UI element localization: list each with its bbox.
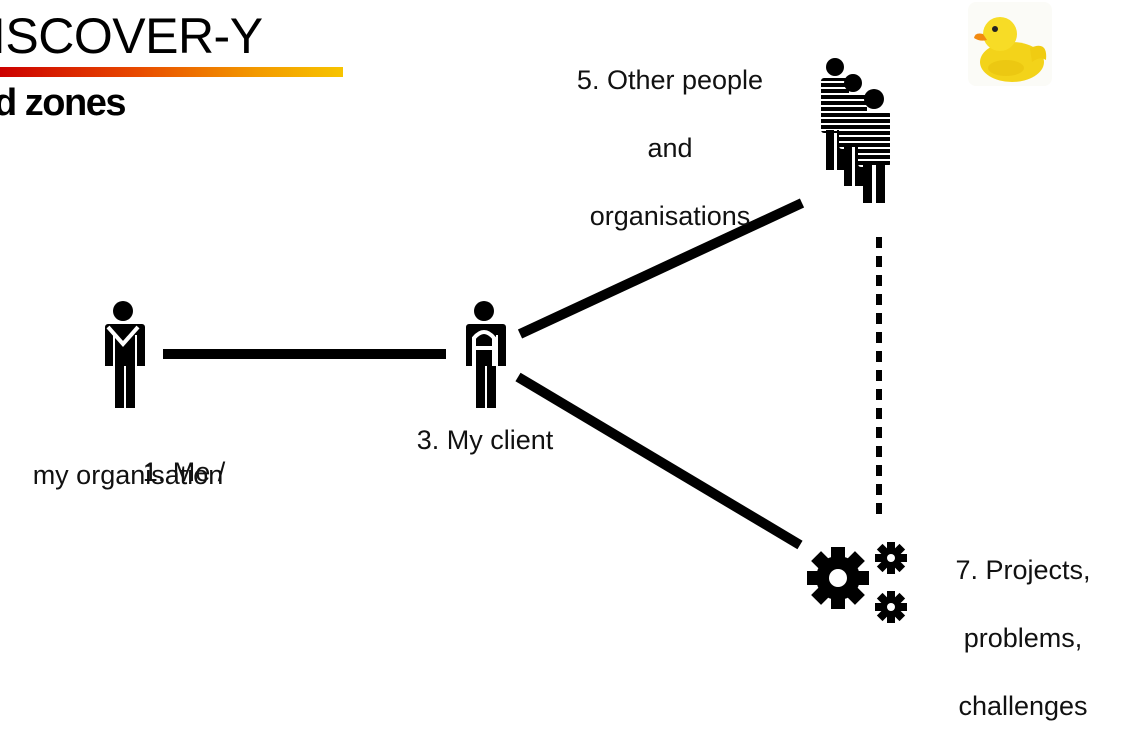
node-label-me-line1: 1. Me / <box>142 457 226 487</box>
node-label-client: 3. My client <box>416 425 554 455</box>
node-label-me-line2: my organisation <box>32 460 224 490</box>
relationship-diagram <box>104 2 1052 623</box>
node-label-projects: 7. Projects, problems, challenges <box>928 520 1118 756</box>
node-label-projects-line1: 7. Projects, <box>955 555 1091 585</box>
node-label-others-line3: organisations <box>589 201 751 231</box>
node-label-others: 5. Other people and organisations <box>530 30 810 266</box>
title-underline <box>0 67 343 77</box>
connector-client-projects <box>515 372 803 550</box>
node-label-projects-line2: problems, <box>963 623 1083 653</box>
person-a-icon <box>465 301 506 408</box>
rubber-duck-icon <box>968 2 1052 86</box>
connector-client-others <box>517 198 805 339</box>
node-label-others-line1: 5. Other people <box>576 65 764 95</box>
gears-icon <box>807 542 907 623</box>
node-label-projects-line3: challenges <box>958 691 1088 721</box>
page-subtitle: d zones <box>0 82 126 124</box>
page-title: ISCOVER-Y <box>0 8 263 64</box>
people-group-icon <box>821 58 890 203</box>
node-label-others-line2: and <box>647 133 693 163</box>
person-m-icon <box>104 301 145 408</box>
